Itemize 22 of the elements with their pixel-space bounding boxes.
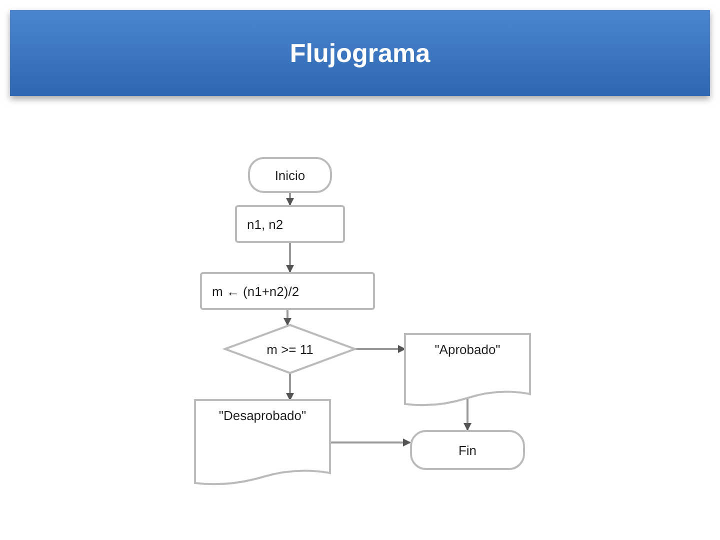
node-label: "Aprobado" [434, 342, 500, 357]
arrow [330, 438, 411, 446]
process-box [235, 205, 345, 243]
terminal-pill [248, 157, 332, 193]
node-label: Fin [458, 442, 477, 458]
document-shape [405, 334, 530, 406]
terminal-pill [410, 430, 525, 470]
process-box [200, 272, 375, 310]
arrow [284, 310, 292, 326]
arrow [286, 193, 294, 206]
node-label: m ← (n1+n2)/2 [212, 284, 300, 298]
arrow [355, 345, 406, 353]
node-label: m >= 11 [266, 342, 314, 356]
arrow [286, 243, 294, 273]
node-label: n1, n2 [247, 216, 284, 232]
document-shape [195, 400, 330, 485]
title: Flujograma [290, 38, 430, 68]
arrow [286, 373, 294, 401]
node-label: "Desaprobado" [218, 408, 306, 423]
decision-diamond [225, 325, 355, 373]
arrow [464, 398, 472, 431]
node-label: Inicio [274, 168, 306, 182]
